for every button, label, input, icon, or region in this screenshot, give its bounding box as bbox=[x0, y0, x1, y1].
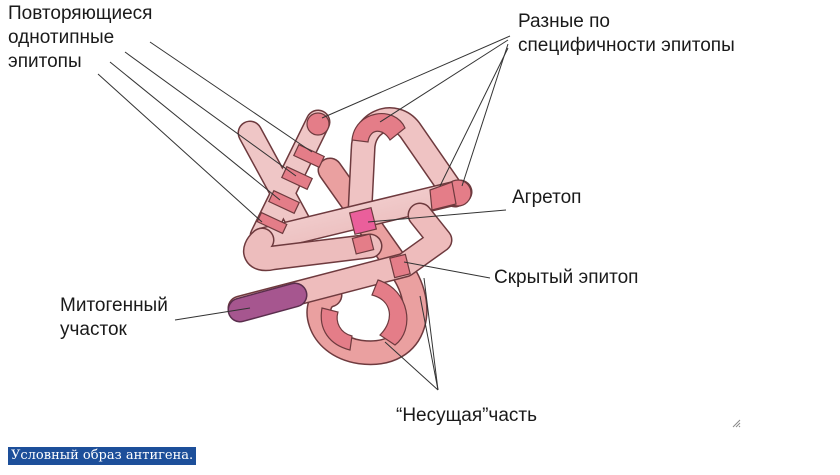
resize-grip-icon[interactable] bbox=[731, 418, 741, 428]
leader-carrier-3 bbox=[423, 277, 439, 391]
label-agretop: Агретоп bbox=[512, 187, 582, 208]
repeat-epitope-band-3 bbox=[267, 189, 301, 215]
leader-repeat-1 bbox=[149, 41, 313, 153]
leader-lines bbox=[97, 35, 511, 391]
leader-diff-2 bbox=[379, 39, 509, 123]
specific-epitope-cap-1 bbox=[306, 112, 330, 136]
repeat-epitope-band-4 bbox=[256, 211, 288, 235]
tube-lower-left bbox=[243, 227, 383, 272]
leader-agretop bbox=[367, 209, 507, 223]
label-hidden-epitope: Скрытый эпитоп bbox=[494, 267, 639, 288]
carrier-loop-band bbox=[371, 279, 408, 346]
specific-epitope-cap-2 bbox=[351, 113, 406, 143]
hidden-epitope-band-2 bbox=[351, 233, 375, 255]
tube-triangle-strand bbox=[227, 202, 453, 321]
epitope-bands bbox=[256, 112, 472, 351]
tube-mitogenic-end bbox=[227, 282, 308, 323]
leader-hidden bbox=[403, 261, 491, 279]
hidden-epitope-band-1 bbox=[389, 253, 411, 279]
leader-mitogenic bbox=[174, 307, 251, 321]
leader-diff-3 bbox=[461, 43, 509, 187]
specific-epitope-band-4 bbox=[429, 181, 457, 211]
carrier-loop-band-2 bbox=[320, 307, 353, 351]
leader-diff-4 bbox=[439, 47, 509, 187]
leader-carrier-2 bbox=[419, 295, 439, 391]
leader-repeat-2 bbox=[124, 51, 297, 177]
label-different-epitopes: Разные по специфичности эпитопы bbox=[518, 11, 735, 56]
label-mitogenic-site: Митогенный участок bbox=[60, 295, 168, 340]
leader-diff-1 bbox=[321, 35, 511, 119]
repeat-epitope-band-2 bbox=[280, 165, 314, 191]
protein-tube bbox=[227, 107, 473, 366]
figure-caption: Условный образ антигена. bbox=[8, 447, 197, 465]
agretop-band bbox=[348, 206, 378, 236]
leader-repeat-4 bbox=[97, 73, 263, 223]
label-repeated-epitopes: Повторяющиеся однотипные эпитопы bbox=[8, 3, 153, 72]
leader-repeat-3 bbox=[109, 61, 281, 201]
repeat-epitope-band-1 bbox=[292, 143, 326, 169]
leader-carrier-1 bbox=[384, 341, 439, 391]
label-carrier-part: “Несущая”часть bbox=[396, 405, 537, 426]
